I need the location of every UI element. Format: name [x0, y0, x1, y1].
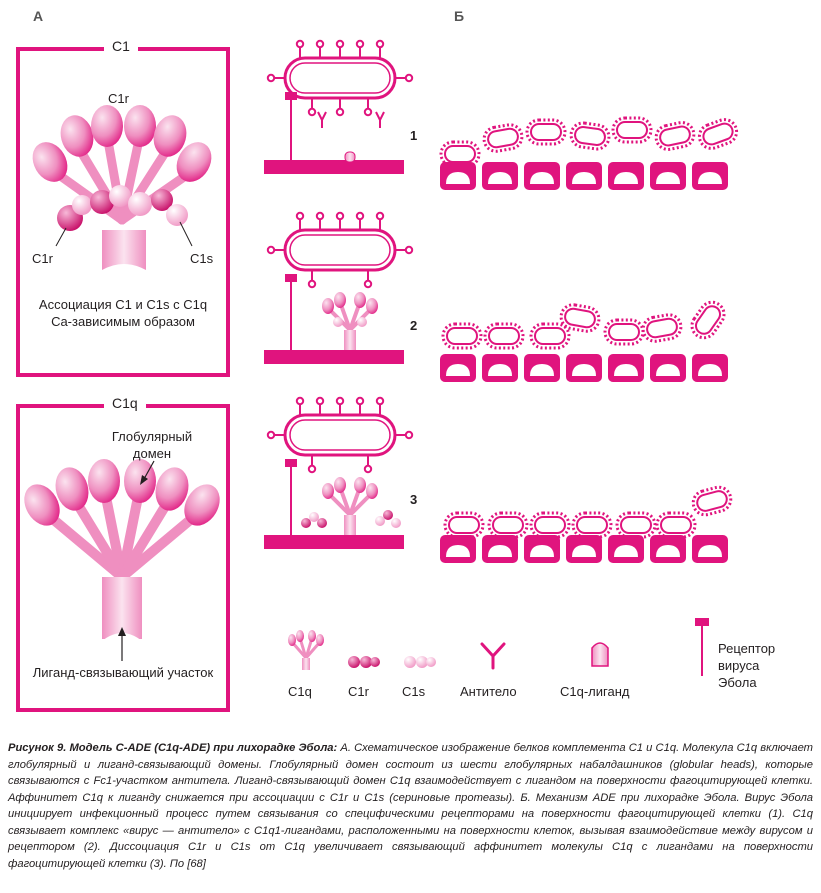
- c1q-illustration: [24, 459, 220, 661]
- globular-domain-label: Глобулярный домен: [111, 429, 193, 461]
- legend-c1r-label: C1r: [348, 684, 369, 699]
- c1-complex-illustration: [32, 105, 212, 270]
- legend-antibody-icon: [480, 642, 506, 670]
- cell-surface-row-1: [439, 114, 742, 190]
- caption-body: А. Схематическое изображение белков комп…: [8, 742, 814, 870]
- step-3-label: 3: [410, 492, 418, 507]
- legend-c1q-icon: [288, 630, 324, 670]
- legend-c1s-icon: [404, 656, 436, 668]
- c1r-top-label: C1r: [108, 91, 129, 106]
- cell-surface-row-2: [440, 296, 731, 382]
- legend-receptor-icon: [695, 618, 709, 676]
- legend-c1q-label: C1q: [288, 684, 312, 699]
- legend-ligand-icon: [591, 642, 609, 667]
- legend-c1s-label: C1s: [402, 684, 426, 699]
- legend-receptor-label: Рецептор вируса Эбола: [718, 641, 776, 690]
- mechanism-row-3: [264, 396, 414, 549]
- panel-a-letter: А: [33, 8, 44, 24]
- panel-b-letter: Б: [454, 8, 465, 24]
- mechanism-row-1: [264, 39, 414, 174]
- step-2-label: 2: [410, 318, 418, 333]
- c1-frame-title: C1: [104, 38, 138, 54]
- c1r-left-label: C1r: [32, 251, 53, 266]
- mechanism-row-2: [264, 211, 414, 364]
- legend-ligand-label: C1q-лиганд: [560, 684, 630, 699]
- legend-c1r-icon: [348, 656, 380, 668]
- cell-surface-row-3: [440, 482, 735, 563]
- figure-caption: Рисунок 9. Модель C-ADE (C1q-ADE) при ли…: [8, 740, 813, 872]
- c1q-frame-title: C1q: [104, 395, 146, 411]
- step-1-label: 1: [410, 128, 418, 143]
- c1s-label: C1s: [190, 251, 214, 266]
- caption-lead: Рисунок 9. Модель C-ADE (C1q-ADE) при ли…: [8, 742, 338, 754]
- association-text: Ассоциация C1 и C1s с C1q Ca-зависимым о…: [38, 297, 208, 329]
- ligand-site-label: Лиганд-связывающий участок: [32, 665, 214, 680]
- legend-antibody-label: Антитело: [460, 684, 517, 699]
